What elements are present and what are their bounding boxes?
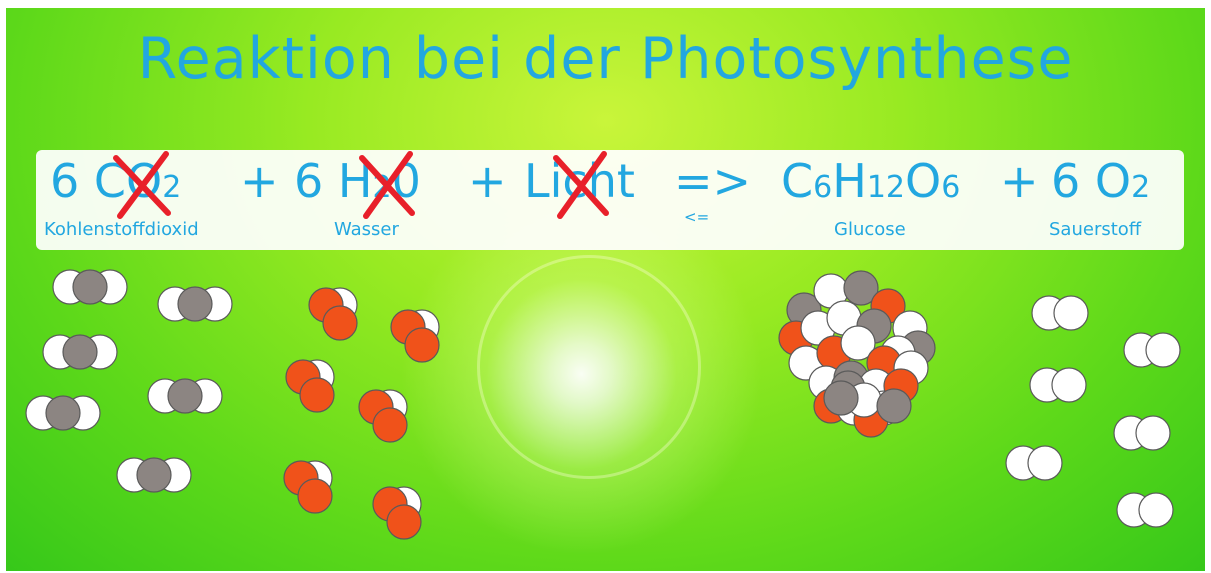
o2-coefficient: 6 [1051, 154, 1081, 208]
h2o-atom-red [404, 327, 440, 363]
label-h2o: Wasser [334, 219, 399, 240]
co2-carbon-atom [136, 457, 172, 493]
h2o-coefficient: 6 [294, 154, 324, 208]
glucose-c: C [781, 154, 814, 208]
h2o-atom-red [386, 504, 422, 540]
h2o-atom-red [322, 305, 358, 341]
label-co2: Kohlenstoffdioxid [44, 219, 199, 240]
glucose-h-subscript: 12 [866, 170, 905, 205]
plus-sign-3: + [1000, 154, 1039, 208]
co2-carbon-atom [72, 269, 108, 305]
h2o-atom-red [297, 478, 333, 514]
o2-atom [1138, 492, 1174, 528]
h2o-atom-red [299, 377, 335, 413]
cross-mark-h2o [359, 151, 415, 219]
glucose-o: O [905, 154, 942, 208]
forward-arrow: => [674, 154, 752, 208]
o2-atom [1027, 445, 1063, 481]
page-title: Reaktion bei der Photosynthese [137, 26, 1074, 92]
co2-subscript: 2 [162, 170, 182, 205]
sun-glow-ring [477, 255, 701, 479]
o2-atom [1145, 332, 1181, 368]
glucose-c-subscript: 6 [813, 170, 833, 205]
cross-mark-co2 [113, 151, 171, 219]
o2-atom [1051, 367, 1087, 403]
co2-carbon-atom [177, 286, 213, 322]
cross-marks [113, 151, 609, 219]
glucose-atom [823, 380, 859, 416]
h2o-atom-red [372, 407, 408, 443]
equation-band [36, 150, 1184, 250]
o2-term: 6 O2 [1051, 158, 1150, 204]
glucose-atom [840, 325, 876, 361]
plus-sign-1: + [240, 154, 279, 208]
plus-sign-2: + [468, 154, 507, 208]
co2-coefficient: 6 [50, 154, 80, 208]
backward-arrow: <= [684, 208, 710, 226]
label-glucose: Glucose [834, 219, 906, 240]
co2-carbon-atom [45, 395, 81, 431]
o2-subscript: 2 [1131, 170, 1151, 205]
glucose-atom [876, 388, 912, 424]
glucose-atom [843, 270, 879, 306]
co2-carbon-atom [167, 378, 203, 414]
glucose-term: C6H12O6 [781, 158, 960, 204]
o2-atom [1053, 295, 1089, 331]
o2-formula: O [1094, 154, 1132, 208]
molecule-area [25, 269, 1181, 540]
o2-atom [1135, 415, 1171, 451]
diagram-canvas: Reaktion bei der Photosynthese 6 CO2 + 6… [6, 8, 1205, 571]
cross-mark-light [553, 151, 609, 219]
glucose-o-subscript: 6 [941, 170, 961, 205]
co2-carbon-atom [62, 334, 98, 370]
glucose-h: H [832, 154, 867, 208]
label-o2: Sauerstoff [1049, 219, 1142, 240]
